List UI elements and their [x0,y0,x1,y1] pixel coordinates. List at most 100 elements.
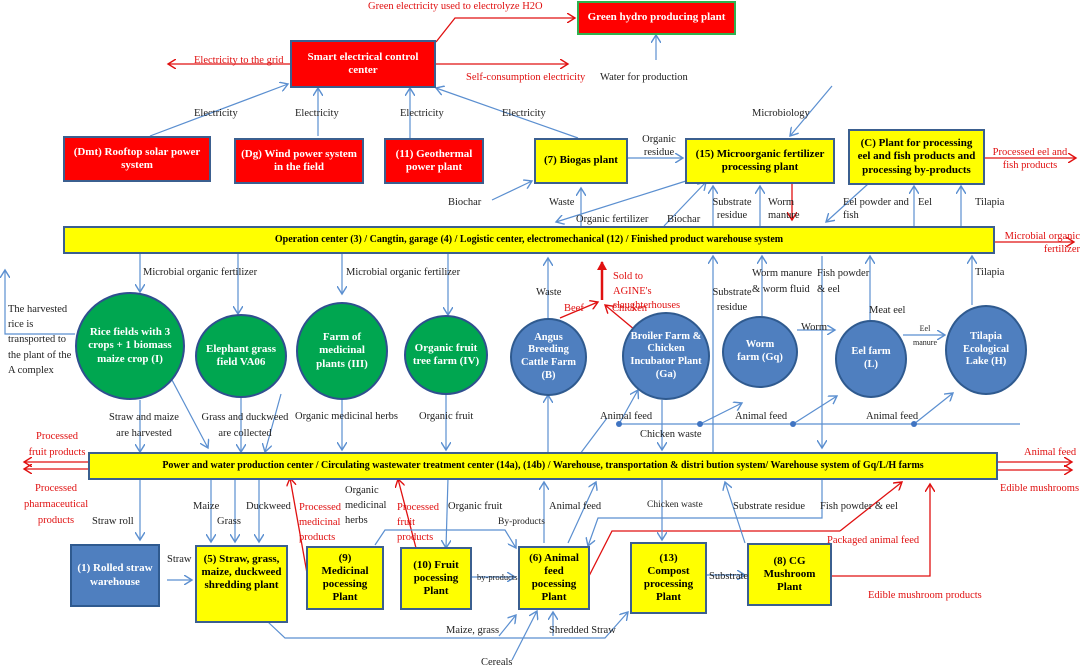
label-organic-fruit-2: Organic fruit [448,501,503,512]
label-substrate: Substrate [709,571,749,582]
wind-power-node: (Dg) Wind power system in the field [234,138,364,184]
smart-control-center: Smart electrical control center [290,40,436,88]
node-label: Worm farm (Gq) [737,339,783,363]
label-water-production: Water for production [600,72,688,83]
node-label: (C) Plant for processing eel and fish pr… [857,137,976,176]
label-grass: Grass [217,516,241,527]
elephant-grass-node: Elephant grass field VA06 [195,314,287,398]
label-organic-fruit-1: Organic fruit [419,411,474,422]
node-label: (13) Compost processing Plant [643,551,694,604]
eel-fish-plant-node: (C) Plant for processing eel and fish pr… [848,129,985,185]
label-organic-medicinal-herbs-2: Organic medicinal herbs [345,485,387,527]
label-beef: Beef [564,303,584,314]
node-label: (6) Animal feed pocessing Plant [529,551,579,604]
label-animal-feed-1: Animal feed [600,411,653,422]
label-self-consumption: Self-consumption electricity [466,72,586,83]
label-animal-feed-4: Animal feed [549,501,602,512]
label-meat-eel: Meat eel [869,305,906,316]
mushroom-plant-node: (8) CG Mushroom Plant [747,543,832,606]
label-processed-fruit-out: Processed fruit products [28,431,86,458]
label-fish-powder-eel-1: Fish powder & eel [817,268,870,296]
label-organic-medicinal-herbs: Organic medicinal herbs [295,411,399,422]
label-maize-grass: Maize, grass [446,625,500,636]
node-label: (7) Biogas plant [544,154,618,167]
label-eel-powder-fish: Eel powder and fish [843,197,909,222]
node-label: Smart electrical control center [307,50,419,76]
label-chicken-waste-2: Chicken waste [647,500,703,510]
label-worm-manure-fluid: Worm manure & worm fluid [752,268,813,296]
label-biochar-2: Biochar [667,214,701,225]
label-tilapia-1: Tilapia [975,197,1005,208]
label-electricity-3: Electricity [400,108,444,119]
label-duckweed: Duckweed [246,501,291,512]
label-biochar-1: Biochar [448,197,482,208]
node-label: (10) Fruit pocessing Plant [413,558,459,598]
label-sold-agine: Sold to AGINE's slaughterhouses [613,271,681,312]
label-eel-manure: Eel manure [913,324,937,348]
operation-center-bar: Operation center (3) / Cangtin, garage (… [63,226,995,254]
compost-plant-node: (13) Compost processing Plant [630,542,707,614]
worm-farm-node: Worm farm (Gq) [722,316,798,388]
node-label: Power and water production center / Circ… [162,460,924,471]
label-straw: Straw [167,554,192,565]
node-label: (8) CG Mushroom Plant [763,554,816,594]
shredding-plant-node: (5) Straw, grass, maize, duckweed shredd… [195,545,288,623]
geothermal-node: (11) Geothermal power plant [384,138,484,184]
broiler-farm-node: Broiler Farm & Chicken Incubator Plant (… [622,312,710,400]
node-label: Tilapia Ecological Lake (H) [962,331,1010,368]
power-water-center-bar: Power and water production center / Circ… [88,452,998,480]
label-chicken: Chicken [612,303,647,314]
fruit-processing-node: (10) Fruit pocessing Plant [400,547,472,610]
node-label: (1) Rolled straw warehouse [77,562,153,588]
green-hydro-plant: Green hydro producing plant [577,1,736,35]
node-label: Elephant grass field VA06 [206,342,276,368]
label-electricity-to-grid: Electricity to the grid [194,55,284,66]
fruit-farm-node: Organic fruit tree farm (IV) [404,315,488,395]
node-label: (11) Geothermal power plant [395,147,473,173]
node-label: (Dmt) Rooftop solar power system [73,145,201,171]
label-animal-feed-2: Animal feed [735,411,788,422]
label-shredded-straw: Shredded Straw [549,625,616,636]
node-label: Angus Breeding Cattle Farm (B) [520,331,577,381]
node-label: Operation center (3) / Cangtin, garage (… [274,234,784,245]
label-tilapia-2: Tilapia [975,267,1005,278]
label-electricity-2: Electricity [295,108,339,119]
label-processed-medicinal: Processed medicinal products [299,502,341,544]
rolled-straw-warehouse-node: (1) Rolled straw warehouse [70,544,160,607]
label-grass-duckweed: Grass and duckweed are collected [201,412,289,439]
rooftop-solar-node: (Dmt) Rooftop solar power system [63,136,211,182]
label-worm: Worm [801,322,827,333]
eel-farm-node: Eel farm (L) [835,320,907,398]
label-cereals: Cereals [481,657,513,668]
medicinal-processing-node: (9) Medicinal pocessing Plant [306,546,384,610]
biogas-plant-node: (7) Biogas plant [534,138,628,184]
label-chicken-waste-1: Chicken waste [640,429,702,440]
label-microbiology: Microbiology [752,108,810,119]
label-waste-1: Waste [549,197,575,208]
node-label: Green hydro producing plant [587,11,726,24]
label-edible-mushroom-products: Edible mushroom products [868,590,982,601]
node-label: (9) Medicinal pocessing Plant [321,551,369,604]
label-substrate-residue-2: Substrate residue [712,287,752,313]
label-waste-2: Waste [536,287,562,298]
label-by-products-small: by-products [477,572,518,582]
label-straw-roll: Straw roll [92,516,134,527]
label-processed-pharma-out: Processed pharmaceutical products [24,483,89,526]
label-substrate-residue-1: Substrate residue [712,197,752,222]
label-electricity-4: Electricity [502,108,546,119]
label-animal-feed-3: Animal feed [866,411,919,422]
label-edible-mushrooms-out: Edible mushrooms [1000,483,1080,494]
label-electricity-1: Electricity [194,108,238,119]
angus-farm-node: Angus Breeding Cattle Farm (B) [510,318,587,396]
label-microbial-out: Microbial organic fertilizer [1004,231,1080,256]
node-label: Eel farm (L) [851,346,891,370]
label-processed-eel: Processed eel and fish products [992,147,1068,172]
label-straw-maize: Straw and maize are harvested [109,412,179,439]
label-microbial-fert-2: Microbial organic fertilizer [346,267,461,278]
node-label: Rice fields with 3 crops + 1 biomass mai… [88,326,172,365]
microorganic-plant-node: (15) Microorganic fertilizer processing … [685,138,835,184]
label-organic-residue: Organic residue [642,134,676,159]
node-label: (Dg) Wind power system in the field [241,147,357,173]
node-label: Organic fruit tree farm (IV) [412,341,480,367]
